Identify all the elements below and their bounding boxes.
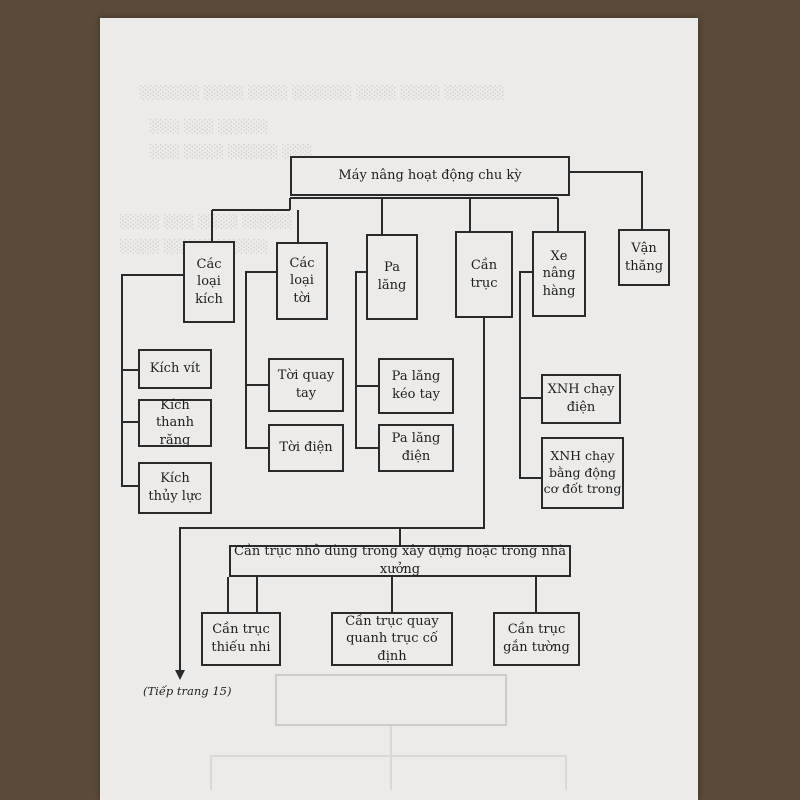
- pa-lang-dien-box: Pa lăng điện: [378, 424, 454, 472]
- bleed-through-text: ░░░ ░░░░ ░░░░░ ░░░: [150, 145, 313, 160]
- kich-thanh-rang-box: Kích thanh răng: [138, 398, 212, 448]
- bleed-through-text: ░░░ ░░░ ░░░░░: [150, 120, 269, 135]
- toi-quay-tay-box: Tời quay tay: [268, 358, 344, 412]
- continue-note: (Tiếp trang 15): [143, 684, 232, 698]
- pa-lang-keo-tay-box: Pa lăng kéo tay: [378, 358, 454, 414]
- bleed-through-box: [275, 674, 507, 726]
- toi-dien-box: Tời điện: [268, 424, 344, 472]
- small-crane-box: Cần trục nhỏ dùng trong xây dựng hoặc tr…: [229, 544, 571, 577]
- xnh-chay-dong-co-box: XNH chạy bằng động cơ đốt trong: [541, 437, 624, 509]
- xnh-chay-dien-box: XNH chạy điện: [541, 374, 621, 424]
- category-can-truc: Cần trục: [455, 231, 513, 318]
- category-van-thang: Vận thăng: [618, 229, 670, 286]
- can-truc-thieu-nhi-box: Cần trục thiếu nhi: [201, 612, 281, 666]
- category-cac-loai-kich: Các loại kích: [183, 241, 235, 323]
- bleed-through-text: ░░░░ ░░░ ░░░░ ░░░░░: [120, 215, 293, 230]
- category-xe-nang-hang: Xe nâng hàng: [532, 231, 586, 317]
- bleed-through-text: ░░░░░░ ░░░░ ░░░░ ░░░░░░ ░░░░ ░░░░ ░░░░░░: [140, 86, 505, 101]
- category-pa-lang: Pa lăng: [366, 234, 418, 320]
- category-cac-loai-toi: Các loại tời: [276, 242, 328, 320]
- can-truc-quay-box: Cần trục quay quanh trục cố định: [331, 612, 453, 666]
- kich-thuy-luc-box: Kích thủy lực: [138, 462, 212, 514]
- can-truc-gan-tuong-box: Cần trục gắn tường: [493, 612, 580, 666]
- root-box: Máy nâng hoạt động chu kỳ: [290, 156, 570, 196]
- kich-vit-box: Kích vít: [138, 349, 212, 389]
